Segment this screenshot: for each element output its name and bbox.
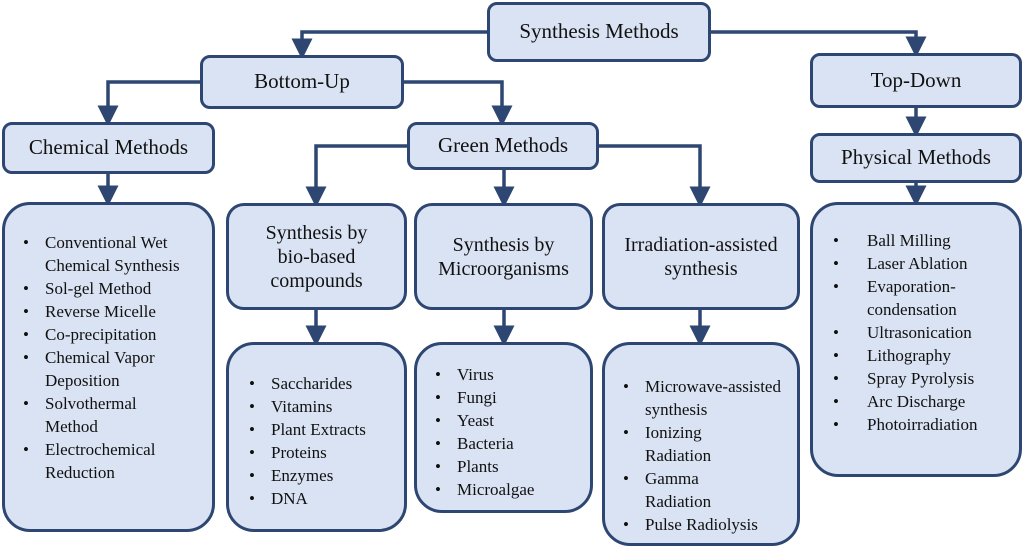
list-item: Yeast	[435, 409, 534, 432]
physical-methods-list: Ball Milling Laser Ablation Evaporation-…	[833, 229, 1013, 436]
node-green-methods-label: Green Methods	[437, 133, 569, 158]
node-bottom-up: Bottom-Up	[200, 55, 404, 109]
node-physical-methods: Physical Methods	[810, 133, 1022, 183]
list-physical-methods: Ball Milling Laser Ablation Evaporation-…	[810, 202, 1022, 477]
list-bio-based-compounds: Saccharides Vitamins Plant Extracts Prot…	[226, 342, 407, 532]
list-item: Laser Ablation	[833, 252, 1013, 275]
connector-bottom-up-to-chemical	[97, 80, 201, 127]
list-item: Bacteria	[435, 432, 534, 455]
list-item: Ball Milling	[833, 229, 1013, 252]
list-item: DNA	[249, 487, 366, 510]
list-item: Conventional Wet Chemical Synthesis	[23, 231, 204, 277]
root-node-synthesis-methods: Synthesis Methods	[487, 2, 711, 62]
list-item: Microwave-assisted synthesis	[623, 375, 793, 421]
connector-root-to-bottom-up	[291, 30, 488, 60]
connector-bottom-up-to-green	[403, 80, 513, 127]
list-item: Sol-gel Method	[23, 277, 204, 300]
node-bottom-up-label: Bottom-Up	[254, 69, 350, 94]
list-item: Electrochemical Reduction	[23, 438, 195, 484]
list-item: Co-precipitation	[23, 323, 204, 346]
list-item: Lithography	[833, 344, 1013, 367]
root-node-label: Synthesis Methods	[519, 19, 679, 44]
list-irradiation-assisted: Microwave-assisted synthesis Ionizing Ra…	[602, 342, 800, 546]
list-item: Plants	[435, 455, 534, 478]
microorganisms-list: Virus Fungi Yeast Bacteria Plants Microa…	[435, 363, 534, 501]
list-item: Gamma Radiation	[623, 467, 755, 513]
list-item: Virus	[435, 363, 534, 386]
node-microorganisms: Synthesis by Microorganisms	[414, 203, 593, 310]
list-item: Enzymes	[249, 464, 366, 487]
connector-green-to-irradiation	[598, 144, 711, 208]
node-top-down: Top-Down	[810, 53, 1022, 108]
node-chemical-methods-label: Chemical Methods	[28, 135, 189, 160]
list-item: Saccharides	[249, 372, 366, 395]
list-item: Pulse Radiolysis	[623, 513, 793, 536]
connector-green-to-bio-based	[305, 144, 408, 208]
node-green-methods: Green Methods	[407, 122, 599, 170]
connector-root-to-top-down	[710, 30, 927, 58]
list-item: Evaporation-condensation	[833, 275, 1013, 321]
list-item: Ionizing Radiation	[623, 421, 755, 467]
list-item: Microalgae	[435, 478, 534, 501]
node-bio-based-compounds: Synthesis by bio-based compounds	[226, 203, 407, 310]
list-item: Fungi	[435, 386, 534, 409]
irradiation-list: Microwave-assisted synthesis Ionizing Ra…	[623, 375, 793, 536]
list-item: Proteins	[249, 441, 366, 464]
node-bio-based-label: Synthesis by bio-based compounds	[265, 221, 368, 292]
node-microorganisms-label: Synthesis by Microorganisms	[438, 233, 569, 280]
node-irradiation-assisted: Irradiation-assisted synthesis	[602, 203, 800, 310]
list-item: Plant Extracts	[249, 418, 366, 441]
list-item: Arc Discharge	[833, 390, 1013, 413]
list-item: Chemical Vapor Deposition	[23, 346, 195, 392]
list-microorganisms: Virus Fungi Yeast Bacteria Plants Microa…	[414, 342, 593, 513]
list-item: Ultrasonication	[833, 321, 1013, 344]
list-chemical-methods: Conventional Wet Chemical Synthesis Sol-…	[2, 202, 215, 532]
node-top-down-label: Top-Down	[870, 67, 962, 92]
node-physical-methods-label: Physical Methods	[841, 145, 991, 170]
chemical-methods-list: Conventional Wet Chemical Synthesis Sol-…	[23, 231, 204, 484]
list-item: Photoirradiation	[833, 413, 1013, 436]
list-item: Solvothermal Method	[23, 392, 185, 438]
node-chemical-methods: Chemical Methods	[2, 122, 215, 174]
bio-based-list: Saccharides Vitamins Plant Extracts Prot…	[249, 372, 366, 510]
list-item: Reverse Micelle	[23, 300, 204, 323]
node-irradiation-label: Irradiation-assisted synthesis	[624, 233, 778, 280]
list-item: Spray Pyrolysis	[833, 367, 1013, 390]
list-item: Vitamins	[249, 395, 366, 418]
